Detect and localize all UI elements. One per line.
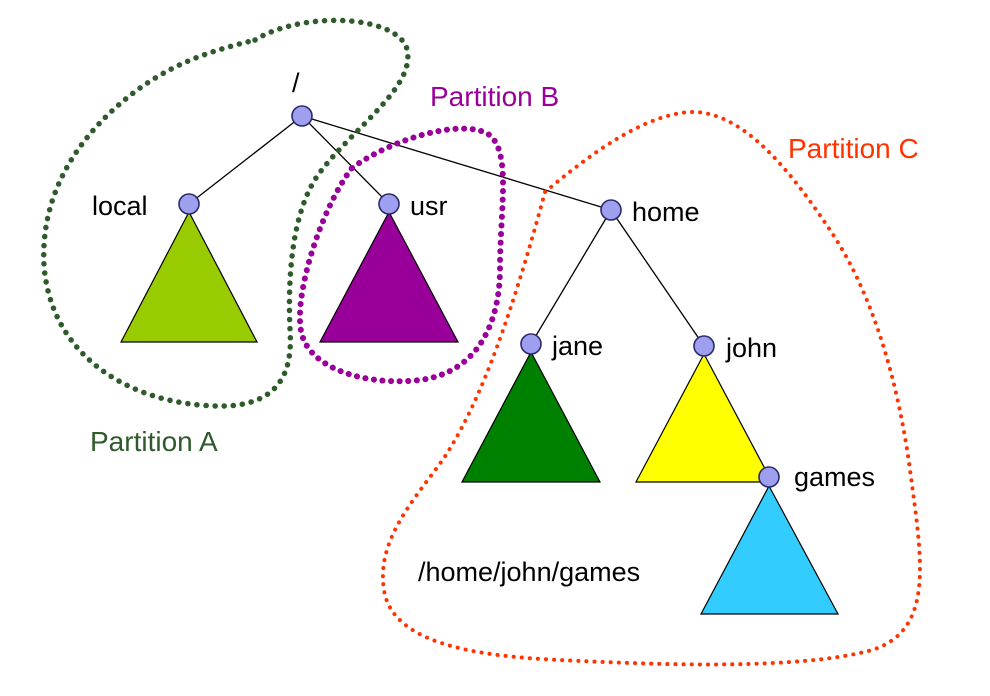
jane-subtree bbox=[461, 350, 601, 483]
edge-root-local bbox=[188, 115, 303, 205]
tree-edges bbox=[188, 115, 705, 347]
partition-c-label: Partition C bbox=[788, 133, 919, 164]
edge-root-home bbox=[301, 115, 612, 211]
partition-b-boundary bbox=[296, 125, 506, 385]
edge-home-john bbox=[610, 209, 705, 347]
usr-label: usr bbox=[410, 191, 448, 221]
tree-nodes bbox=[178, 105, 780, 488]
partition-b-label: Partition B bbox=[430, 81, 559, 112]
subtrees bbox=[120, 210, 840, 615]
games-node bbox=[758, 466, 780, 488]
edge-root-usr bbox=[301, 115, 390, 205]
partition-a-boundary bbox=[41, 17, 411, 409]
partition-labels: Partition A Partition B Partition C bbox=[90, 81, 919, 457]
local-node bbox=[178, 193, 200, 215]
john-label: john bbox=[725, 333, 777, 363]
home-label: home bbox=[632, 197, 700, 227]
mount-path-label: /home/john/games bbox=[418, 557, 640, 587]
john-subtree bbox=[635, 352, 773, 483]
node-labels: / local usr home jane john games /home/j… bbox=[92, 68, 875, 587]
local-label: local bbox=[92, 191, 148, 221]
games-subtree bbox=[700, 484, 840, 615]
edge-home-jane bbox=[530, 209, 612, 345]
root-label: / bbox=[292, 68, 300, 98]
local-subtree bbox=[120, 210, 258, 343]
john-node bbox=[693, 335, 715, 357]
jane-label: jane bbox=[551, 331, 603, 361]
home-node bbox=[600, 199, 622, 221]
root-node bbox=[291, 105, 313, 127]
partition-a-label: Partition A bbox=[90, 426, 218, 457]
games-label: games bbox=[794, 462, 875, 492]
usr-subtree bbox=[319, 210, 459, 343]
jane-node bbox=[520, 333, 542, 355]
usr-node bbox=[378, 193, 400, 215]
